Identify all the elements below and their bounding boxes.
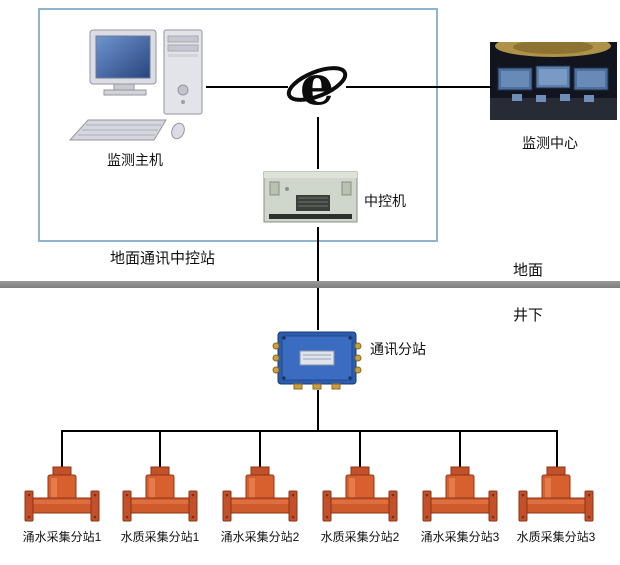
device-label: 涌水采集分站2 — [220, 530, 300, 544]
underground-label: 井下 — [513, 307, 544, 324]
device-label: 水质采集分站1 — [120, 530, 200, 544]
surface-label: 地面 — [513, 262, 544, 279]
device-node-6: 水质采集分站3 — [508, 466, 604, 545]
flowmeter-icon — [322, 466, 398, 524]
device-node-3: 涌水采集分站2 — [212, 466, 308, 545]
drop-line-5 — [459, 430, 461, 468]
bus-line — [61, 430, 558, 432]
substation-icon — [272, 331, 362, 390]
device-label: 涌水采集分站1 — [22, 530, 102, 544]
connector-host-internet — [206, 86, 288, 88]
device-label: 水质采集分站3 — [516, 530, 596, 544]
flowmeter-icon — [422, 466, 498, 524]
device-node-2: 水质采集分站1 — [112, 466, 208, 545]
flowmeter-icon — [24, 466, 100, 524]
substation-label: 通讯分站 — [370, 341, 426, 357]
device-node-4: 水质采集分站2 — [312, 466, 408, 545]
computer-icon — [68, 29, 203, 141]
flowmeter-icon — [222, 466, 298, 524]
svg-text:e: e — [300, 54, 334, 117]
device-label: 水质采集分站2 — [320, 530, 400, 544]
monitor-center-image — [490, 42, 617, 120]
surface-divider — [0, 281, 620, 288]
flowmeter-icon — [518, 466, 594, 524]
rack-server-icon — [263, 171, 358, 223]
device-node-1: 涌水采集分站1 — [14, 466, 110, 545]
connector-control-substation — [317, 227, 319, 330]
internet-icon: e — [286, 54, 348, 117]
monitor-host-label: 监测主机 — [107, 152, 163, 168]
drop-line-1 — [61, 430, 63, 468]
drop-line-4 — [359, 430, 361, 468]
device-label: 涌水采集分站3 — [420, 530, 500, 544]
connector-substation-bus — [317, 390, 319, 432]
drop-line-6 — [556, 430, 558, 468]
connector-internet-control — [317, 117, 319, 169]
flowmeter-icon — [122, 466, 198, 524]
drop-line-3 — [259, 430, 261, 468]
drop-line-2 — [159, 430, 161, 468]
monitor-center-label: 监测中心 — [522, 135, 578, 151]
ground-station-box — [38, 8, 438, 242]
device-node-5: 涌水采集分站3 — [412, 466, 508, 545]
ground-station-title: 地面通讯中控站 — [110, 250, 216, 267]
control-machine-label: 中控机 — [364, 193, 406, 209]
connector-internet-center — [346, 86, 492, 88]
